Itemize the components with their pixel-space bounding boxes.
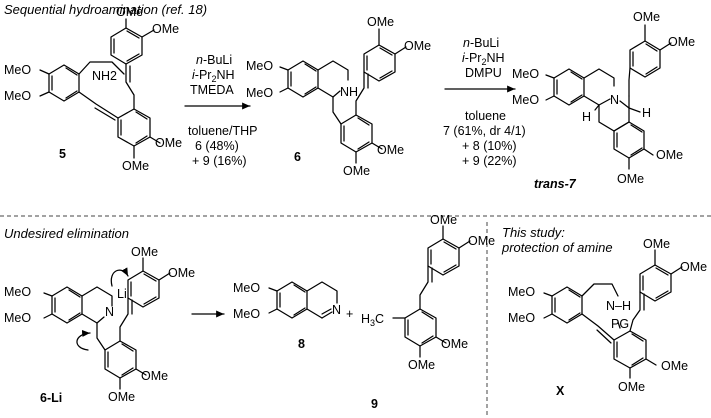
c9-h3c: H3C bbox=[361, 312, 384, 328]
cx-ome-3: OMe bbox=[643, 237, 670, 251]
compound-9-structure bbox=[392, 225, 471, 358]
c6li-n: N bbox=[105, 305, 114, 319]
cx-meo-1: MeO bbox=[508, 285, 535, 299]
step1-reagent-tmeda: TMEDA bbox=[190, 83, 234, 97]
c5-ome-3: OMe bbox=[116, 5, 143, 19]
c6li-ome-4: OMe bbox=[168, 266, 195, 280]
c7-meo-1: MeO bbox=[512, 67, 539, 81]
c7-ome-2: OMe bbox=[617, 172, 644, 186]
step1-yield-9: + 9 (16%) bbox=[192, 154, 247, 168]
c7-meo-2: MeO bbox=[512, 93, 539, 107]
c5-nh2: NH2 bbox=[92, 69, 117, 83]
heading-sequential-hydroamination: Sequential hydroamination (ref. 18) bbox=[4, 2, 207, 17]
c6-ome-2: OMe bbox=[343, 164, 370, 178]
plus-sign: + bbox=[346, 307, 353, 321]
c5-meo-2: MeO bbox=[4, 89, 31, 103]
c6-ome-1: OMe bbox=[377, 143, 404, 157]
c6li-li: Li bbox=[117, 287, 127, 301]
c6li-meo-2: MeO bbox=[4, 311, 31, 325]
c7-n: N bbox=[610, 93, 619, 107]
compound-8-structure bbox=[268, 281, 338, 319]
cx-meo-2: MeO bbox=[508, 311, 535, 325]
c8-meo-2: MeO bbox=[233, 307, 260, 321]
c6li-ome-1: OMe bbox=[141, 369, 168, 383]
step2-yield-9: + 9 (22%) bbox=[462, 154, 517, 168]
compound-label-trans-7: trans-7 bbox=[534, 177, 577, 191]
step2-yield-8: + 8 (10%) bbox=[462, 139, 517, 153]
cx-ome-1: OMe bbox=[661, 359, 688, 373]
step1-reagent-nbuli: n-BuLi bbox=[196, 53, 232, 67]
step2-reagent-nbuli: n-BuLi bbox=[463, 36, 499, 50]
compound-label-6-li: 6-Li bbox=[40, 391, 62, 405]
c7-ome-1: OMe bbox=[656, 148, 683, 162]
heading-this-study: This study: bbox=[502, 225, 565, 240]
c7-h-1: H bbox=[582, 110, 591, 124]
c9-ome-4: OMe bbox=[468, 234, 495, 248]
c7-ome-3: OMe bbox=[633, 10, 660, 24]
c5-meo-1: MeO bbox=[4, 63, 31, 77]
c9-ome-2: OMe bbox=[408, 358, 435, 372]
c6li-ome-2: OMe bbox=[108, 390, 135, 404]
c5-ome-1: OMe bbox=[155, 136, 182, 150]
cx-ome-4: OMe bbox=[680, 260, 707, 274]
cx-ome-2: OMe bbox=[618, 380, 645, 394]
c6-ome-4: OMe bbox=[404, 39, 431, 53]
c6-meo-2: MeO bbox=[246, 86, 273, 100]
compound-5-structure bbox=[39, 18, 161, 159]
c9-ome-1: OMe bbox=[441, 337, 468, 351]
compound-label-6: 6 bbox=[294, 150, 301, 164]
compound-label-x: X bbox=[556, 384, 565, 398]
compound-label-5: 5 bbox=[59, 147, 66, 161]
step2-yield-7: 7 (61%, dr 4/1) bbox=[443, 124, 526, 138]
step1-yield-6: 6 (48%) bbox=[195, 139, 239, 153]
c5-ome-2: OMe bbox=[122, 159, 149, 173]
step1-reagent-ipr2nh: i-Pr2NH bbox=[192, 68, 235, 84]
c6-nh: NH bbox=[340, 85, 358, 99]
conditions-step-2: n-BuLi i-Pr2NH DMPU toluene 7 (61%, dr 4… bbox=[443, 36, 526, 168]
compound-6-li-structure bbox=[43, 257, 171, 390]
c6-meo-1: MeO bbox=[246, 59, 273, 73]
compound-x-structure bbox=[543, 249, 683, 379]
c9-ome-3: OMe bbox=[430, 213, 457, 227]
compound-label-9: 9 bbox=[371, 397, 378, 411]
c6li-meo-1: MeO bbox=[4, 285, 31, 299]
c7-h-2: H bbox=[642, 106, 651, 120]
heading-undesired-elimination: Undesired elimination bbox=[4, 226, 129, 241]
c6-ome-3: OMe bbox=[367, 15, 394, 29]
compound-trans-7-structure bbox=[545, 24, 672, 170]
compound-6-structure bbox=[279, 28, 407, 164]
heading-protection-of-amine: protection of amine bbox=[501, 240, 613, 255]
c8-meo-1: MeO bbox=[233, 281, 260, 295]
step1-solvent: toluene/THP bbox=[188, 124, 257, 138]
cx-nh: N–H bbox=[606, 299, 631, 313]
compound-label-8: 8 bbox=[298, 337, 305, 351]
conditions-step-1: n-BuLi i-Pr2NH TMEDA toluene/THP 6 (48%)… bbox=[188, 53, 257, 168]
c7-ome-4: OMe bbox=[668, 35, 695, 49]
cx-pg: PG bbox=[611, 317, 629, 331]
step2-reagent-dmpu: DMPU bbox=[465, 66, 502, 80]
step2-solvent: toluene bbox=[465, 109, 506, 123]
c6li-ome-3: OMe bbox=[131, 245, 158, 259]
c8-n: N bbox=[332, 303, 341, 317]
c5-ome-4: OMe bbox=[152, 22, 179, 36]
step2-reagent-ipr2nh: i-Pr2NH bbox=[462, 51, 505, 67]
